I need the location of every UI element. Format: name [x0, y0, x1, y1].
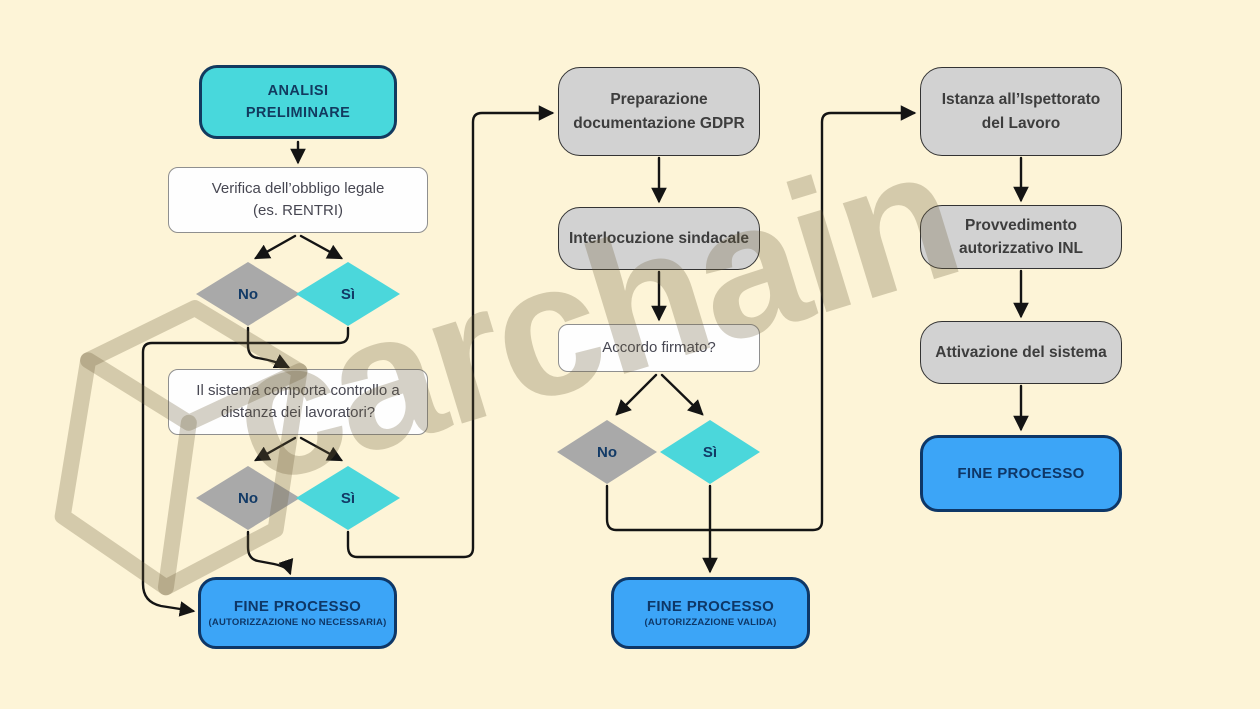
- end-title: FINE PROCESSO: [233, 598, 362, 615]
- node-interlocuzione-sindacale: Interlocuzione sindacale: [558, 207, 760, 270]
- end-subtitle: (AUTORIZZAZIONE NO NECESSARIA): [208, 617, 387, 628]
- node-provvedimento-inl: Provvedimento autorizzativo INL: [920, 205, 1122, 269]
- node-preparazione-gdpr: Preparazione documentazione GDPR: [558, 67, 760, 156]
- node-analisi-preliminare: ANALISI PRELIMINARE: [199, 65, 397, 139]
- end-title: FINE PROCESSO: [646, 598, 775, 615]
- node-fine-processo-valida: FINE PROCESSO (AUTORIZZAZIONE VALIDA): [611, 577, 810, 649]
- node-verifica-obbligo-legale: Verifica dell’obbligo legale (es. RENTRI…: [168, 167, 428, 233]
- end-title: FINE PROCESSO: [957, 465, 1085, 482]
- node-accordo-firmato: Accordo firmato?: [558, 324, 760, 372]
- node-fine-processo-no-necessaria: FINE PROCESSO (AUTORIZZAZIONE NO NECESSA…: [198, 577, 397, 649]
- node-attivazione-sistema: Attivazione del sistema: [920, 321, 1122, 384]
- node-istanza-ispettorato: Istanza all’Ispettorato del Lavoro: [920, 67, 1122, 156]
- end-subtitle: (AUTORIZZAZIONE VALIDA): [644, 617, 777, 628]
- node-controllo-distanza: Il sistema comporta controllo a distanza…: [168, 369, 428, 435]
- node-fine-processo: FINE PROCESSO: [920, 435, 1122, 512]
